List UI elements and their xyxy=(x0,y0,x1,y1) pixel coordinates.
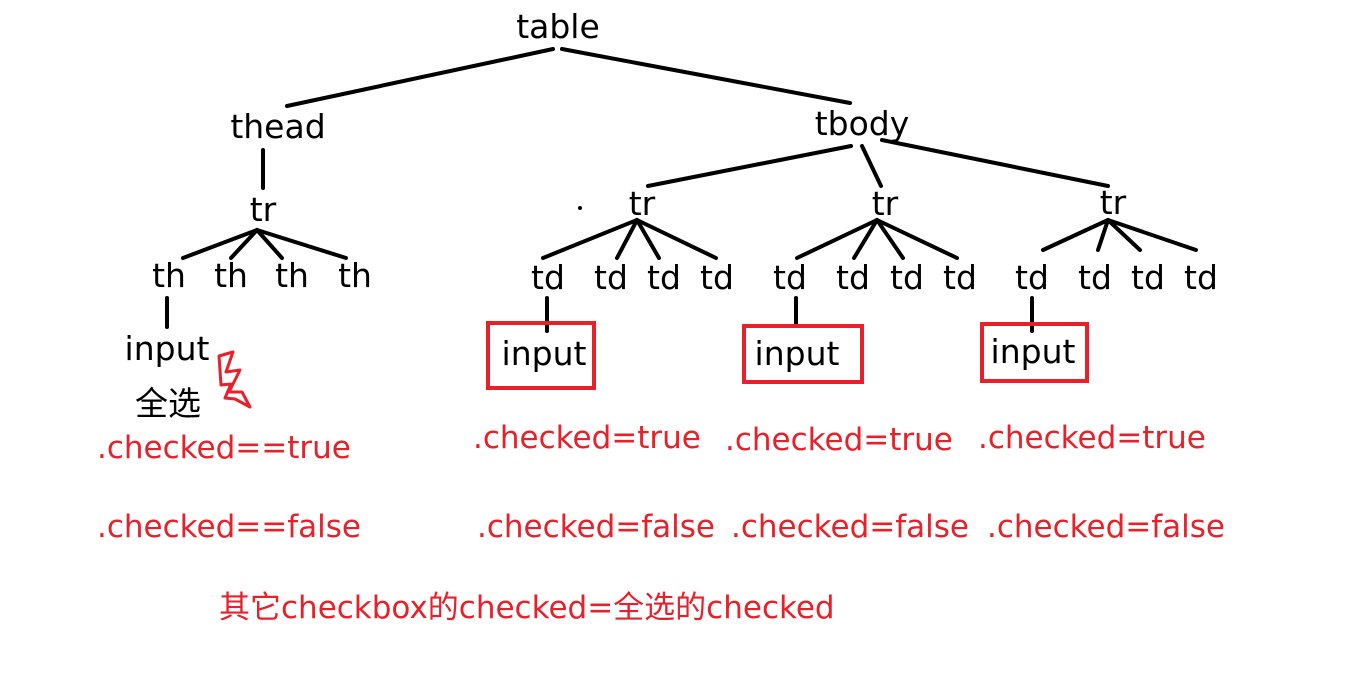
edge-tr3-td-2 xyxy=(1096,218,1110,252)
input-box-2 xyxy=(742,324,864,384)
edge-tr2-td-2 xyxy=(852,218,879,260)
input-box-1 xyxy=(486,321,596,390)
node-table: table xyxy=(516,7,600,46)
node-tr3-td-2: td xyxy=(1078,258,1112,297)
thead-checked-true: .checked==true xyxy=(97,430,351,466)
node-tr1-td-2: td xyxy=(594,258,628,297)
node-tr1-td-1: td xyxy=(531,258,565,297)
edge-tr1-td-2 xyxy=(615,218,639,260)
node-tr2-input: input xyxy=(755,334,840,373)
edge-tr3-td-4 xyxy=(1106,218,1198,252)
lightning-icon xyxy=(217,350,252,409)
row3-checked-false: .checked=false xyxy=(987,509,1225,545)
edge-tr1-td-4 xyxy=(635,218,718,260)
node-tr2-td-3: td xyxy=(890,258,924,297)
node-th-4: th xyxy=(338,256,372,295)
thead-checked-false: .checked==false xyxy=(97,509,361,545)
edge-tbody-tr-3 xyxy=(880,138,1110,188)
node-th-2: th xyxy=(214,256,248,295)
node-tr3-input: input xyxy=(991,332,1076,371)
node-tr2-td-1: td xyxy=(773,258,807,297)
node-th-1: th xyxy=(152,256,186,295)
node-tr1-td-3: td xyxy=(647,258,681,297)
edge-tr2-td-4 xyxy=(875,218,959,260)
row3-checked-true: .checked=true xyxy=(978,420,1206,456)
select-all-label: 全选 xyxy=(135,384,201,423)
node-tr3-td-3: td xyxy=(1131,258,1165,297)
node-tr3-td-1: td xyxy=(1015,258,1049,297)
edge-tr2-td-1 xyxy=(795,218,879,260)
edge-table-tbody xyxy=(560,47,852,105)
node-tbody: tbody xyxy=(815,104,910,143)
node-tr1-input: input xyxy=(502,334,587,373)
input-box-3 xyxy=(980,322,1089,383)
tree-edges xyxy=(165,47,1198,333)
node-tr3-td-4: td xyxy=(1184,258,1218,297)
node-tr2-td-2: td xyxy=(836,258,870,297)
node-thead-tr: tr xyxy=(250,190,277,229)
edge-tr-th-1 xyxy=(181,228,259,260)
tree-nodes: table thead tbody tr th th th th input 全… xyxy=(125,7,1218,423)
row2-checked-false: .checked=false xyxy=(731,509,969,545)
edge-table-thead xyxy=(285,47,555,108)
edge-tbody-tr-2 xyxy=(860,144,883,188)
edge-tr-th-2 xyxy=(229,228,259,260)
summary-rule: 其它checkbox的checked=全选的checked xyxy=(219,590,835,626)
checked-annotations: .checked==true .checked==false .checked=… xyxy=(97,420,1225,626)
edge-tr3-td-3 xyxy=(1106,218,1142,252)
edge-tr1-td-1 xyxy=(541,218,639,260)
node-tbody-tr-3: tr xyxy=(1100,183,1127,222)
node-th-3: th xyxy=(275,256,309,295)
edge-tr-th-3 xyxy=(255,228,284,260)
row2-checked-true: .checked=true xyxy=(725,422,953,458)
edge-tr2-td-3 xyxy=(875,218,905,260)
edge-tr3-td-1 xyxy=(1041,218,1110,252)
node-tr2-td-4: td xyxy=(943,258,977,297)
node-tbody-tr-2: tr xyxy=(872,184,899,223)
input-highlight-boxes xyxy=(486,321,1089,390)
node-tr1-td-4: td xyxy=(700,258,734,297)
edge-tr-th-4 xyxy=(255,228,348,260)
node-thead: thead xyxy=(230,107,325,146)
stray-dot xyxy=(578,206,582,210)
edge-tr1-td-3 xyxy=(635,218,661,260)
edge-tbody-tr-1 xyxy=(646,144,853,188)
row1-checked-false: .checked=false xyxy=(477,509,715,545)
row1-checked-true: .checked=true xyxy=(473,420,701,456)
node-thead-input: input xyxy=(125,329,210,368)
node-tbody-tr-1: tr xyxy=(629,184,656,223)
